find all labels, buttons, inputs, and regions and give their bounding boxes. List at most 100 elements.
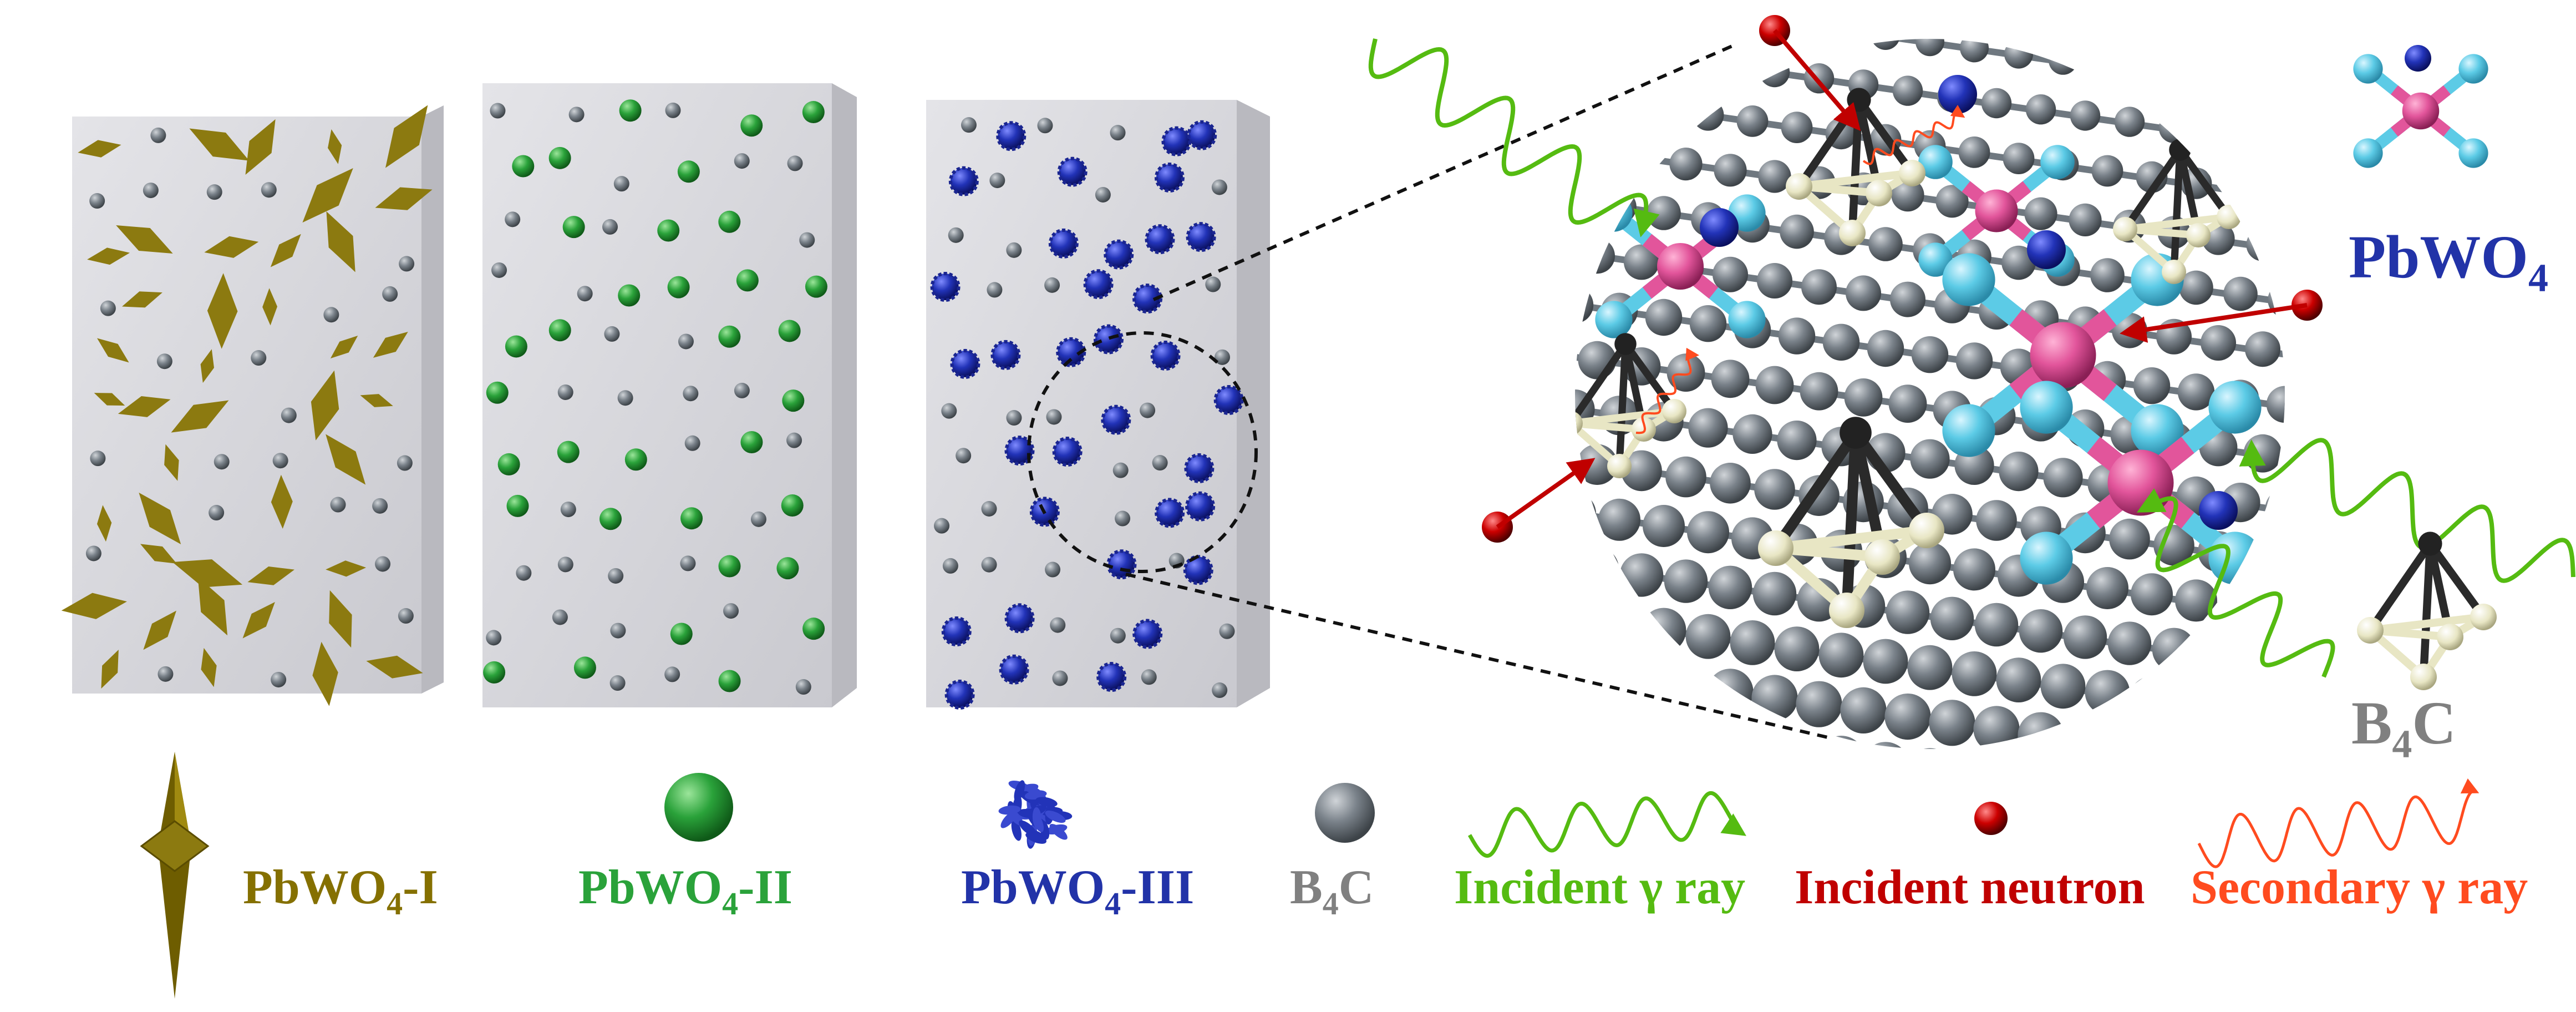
lattice-atom: [2019, 609, 2063, 653]
lattice-atom: [1751, 675, 1798, 721]
pbwo4-i-crystal: [330, 335, 358, 358]
oxygen-atom: [1918, 145, 1953, 179]
pbwo4-i-crystal: [121, 291, 162, 308]
lattice-atom: [1886, 590, 1930, 634]
b4c-particle: [613, 176, 629, 192]
lattice-atom: [1665, 456, 1706, 498]
oxygen-atom: [2131, 404, 2184, 457]
lattice-atom: [1817, 736, 1865, 749]
pbwo4-i-crystal: [375, 187, 433, 210]
lattice-atom: [2086, 567, 2128, 609]
lattice-atom: [1575, 547, 1619, 591]
lattice-atom: [2239, 743, 2285, 749]
lattice-atom: [1801, 269, 1837, 305]
lattice-atom: [2315, 83, 2344, 112]
lattice-atom: [1596, 705, 1643, 749]
lead-ion: [2199, 491, 2238, 530]
b4c-particle: [1115, 510, 1131, 527]
lattice-atom: [1916, 39, 1944, 57]
lead-ion: [1700, 208, 1739, 247]
lead-ion: [2405, 45, 2431, 72]
lattice-atom: [1827, 39, 1856, 44]
lattice-atom: [2137, 58, 2166, 88]
pbwo4-i-crystal: [312, 641, 338, 706]
pbwo4-ii-particle: [802, 101, 825, 124]
pbwo4-ii-particle: [718, 555, 741, 578]
boron-atom: [2410, 664, 2437, 690]
pbwo4-iii-particle: [1104, 239, 1134, 270]
lattice-atom: [2308, 598, 2350, 640]
legend-label-secondary-gamma: Secondary γ ray: [2191, 861, 2528, 914]
pbwo4-iii-particle: [1057, 156, 1088, 187]
lattice-atom: [2063, 615, 2107, 659]
oxygen-atom: [2020, 381, 2073, 434]
b4c-particle: [664, 666, 680, 682]
lattice-atom: [2246, 228, 2279, 261]
lattice-atom: [1714, 154, 1747, 187]
b4c-particle: [560, 502, 576, 518]
pbwo4-i-crystal: [271, 474, 293, 529]
b4c-particle: [516, 565, 532, 581]
b4c-particle: [684, 435, 700, 451]
b4c-particle: [214, 454, 230, 470]
bond: [1615, 343, 1629, 467]
pbwo4-i-crystal: [197, 576, 228, 636]
tungsten-atom: [2030, 322, 2096, 388]
boron-atom: [1758, 530, 1793, 566]
b4c-particle: [989, 173, 1005, 189]
lattice-atom: [1713, 256, 1748, 292]
b4c-particle: [1219, 623, 1235, 639]
red-wave-icon: [2197, 778, 2480, 868]
lattice-atom: [1715, 50, 1746, 81]
pbwo4-ii-particle: [505, 335, 527, 358]
oxygen-atom: [1942, 253, 1995, 306]
oxygen-atom: [1918, 242, 1953, 277]
b4c-particle: [261, 182, 277, 198]
tungsten-atom: [1975, 189, 2018, 232]
oxygen-atom: [2208, 381, 2262, 434]
b4c-particle: [795, 679, 811, 695]
lattice-atom: [2106, 725, 2153, 749]
pbwo4-iii-particle: [1096, 662, 1127, 692]
b4c-particle: [604, 326, 620, 342]
green-wave-icon: [1467, 791, 1746, 858]
lattice-atom: [1618, 656, 1665, 702]
pbwo4-i-crystal: [140, 544, 177, 564]
pbwo4-i-crystal: [96, 338, 129, 363]
incident-gamma-ray: [2136, 488, 2335, 678]
b4c-particle: [150, 127, 166, 143]
boron-atom: [2217, 205, 2241, 229]
b4c-particle: [156, 353, 172, 370]
lattice-atom: [1575, 698, 1599, 746]
lattice-atom: [2109, 518, 2150, 560]
b4c-particle: [143, 183, 159, 199]
b4c-particle: [1044, 277, 1060, 293]
lead-ion: [2027, 230, 2066, 269]
b4c-particle: [1205, 276, 1221, 292]
lattice-atom: [1906, 748, 1954, 749]
incident-gamma-ray: [2239, 438, 2575, 583]
pbwo4-iii-particle: [1004, 603, 1035, 634]
boron-atom: [1866, 180, 1892, 206]
pbwo4-iii-composite-block: [926, 100, 1270, 707]
b4c-particle: [1140, 402, 1156, 418]
pbwo4-i-crystal-icon: [140, 752, 210, 999]
lattice-atom: [2133, 367, 2171, 404]
b4c-particle: [505, 211, 521, 227]
pbwo4-iii-particle: [1132, 619, 1163, 649]
pbwo4-i-crystal: [329, 590, 352, 648]
lattice-atom: [2085, 670, 2130, 715]
lattice-atom: [1976, 500, 2017, 541]
pbwo4-ii-particle: [657, 219, 680, 242]
b4c-particle: [1110, 628, 1126, 644]
lattice-atom: [1867, 330, 1904, 367]
carbon-atom: [1847, 88, 1871, 112]
secondary-gamma-ray: [1635, 347, 1699, 434]
lattice-atom: [2179, 270, 2213, 305]
b4c-particle: [956, 448, 972, 464]
pbwo4-i-crystal: [164, 444, 179, 481]
oxygen-atom: [1595, 301, 1633, 338]
blue-cluster-icon: [998, 780, 1073, 849]
b4c-particle: [987, 282, 1003, 298]
lattice-atom: [1883, 797, 1932, 846]
